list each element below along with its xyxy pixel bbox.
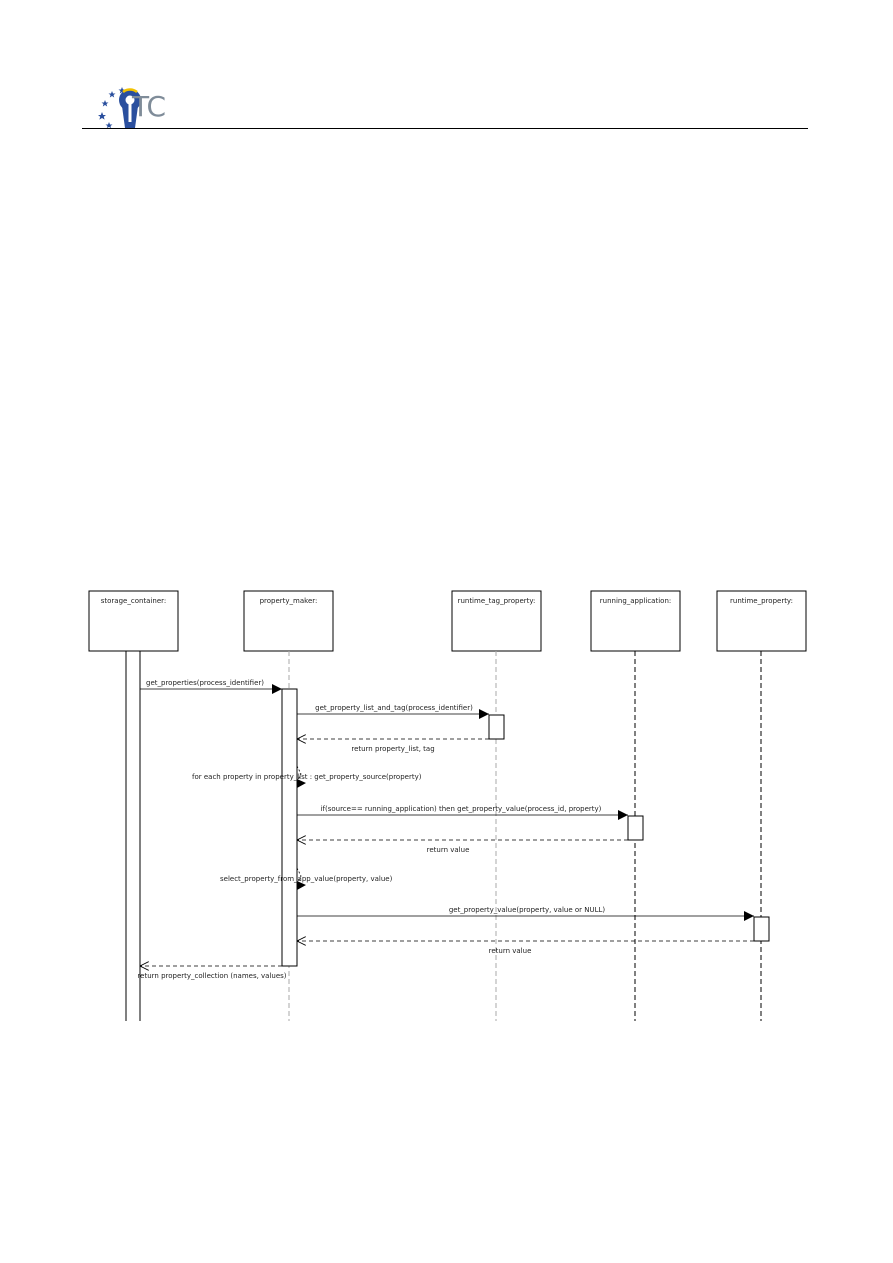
participant-label-app: running_application: — [600, 597, 671, 605]
participant-label-runtime: runtime_property: — [730, 597, 793, 605]
activation-bar-tag — [488, 714, 505, 740]
participant-box-app — [590, 590, 681, 652]
keyhole-stars-icon — [98, 87, 141, 128]
logo-text: TC — [132, 90, 166, 123]
participant-label-maker: property_maker: — [260, 597, 318, 605]
message-label-2: get_property_list_and_tag(process_identi… — [315, 704, 473, 712]
message-label-6: return value — [427, 846, 470, 854]
participant-label-tag: runtime_tag_property: — [458, 597, 536, 605]
message-arrow-4 — [296, 765, 302, 783]
participant-box-maker — [243, 590, 334, 652]
participant-box-storage — [88, 590, 179, 652]
message-label-4: for each property in property_list : get… — [192, 773, 422, 781]
message-arrowhead — [297, 881, 306, 890]
participant-label-storage: storage_container: — [101, 597, 167, 605]
participant-box-tag — [451, 590, 542, 652]
message-label-8: get_property_value(property, value or NU… — [449, 906, 606, 914]
header-rule — [82, 128, 808, 129]
message-label-7: select_property_from_app_value(property,… — [220, 875, 393, 883]
message-arrow-7 — [296, 867, 302, 885]
activation-bar-app — [627, 815, 644, 841]
message-arrowhead — [297, 779, 306, 788]
activation-bar-runtime — [753, 916, 770, 942]
activation-bar-maker — [281, 688, 298, 967]
page-header: TC — [82, 82, 808, 130]
message-label-1: get_properties(process_identifier) — [146, 679, 264, 687]
message-label-10: return property_collection (names, value… — [137, 972, 286, 980]
message-label-5: if(source== running_application) then ge… — [321, 805, 602, 813]
message-label-9: return value — [489, 947, 532, 955]
message-label-3: return property_list, tag — [351, 745, 434, 753]
